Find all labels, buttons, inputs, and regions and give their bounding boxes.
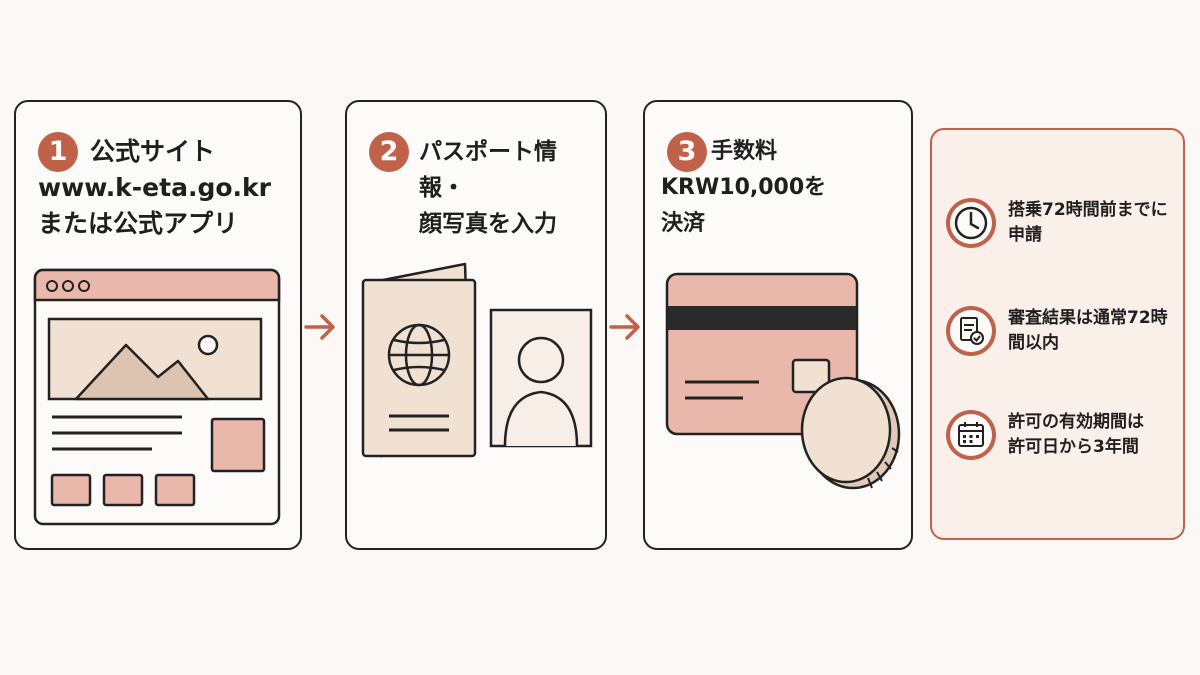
card-coin-illustration — [665, 272, 901, 490]
passport-photo-illustration — [361, 262, 593, 458]
step-3-number: 3 — [667, 132, 707, 172]
coin-icon — [800, 376, 901, 490]
info-item-review: 審査結果は通常72時間以内 — [946, 306, 1177, 356]
step-3-title: 手数料KRW10,000を 決済 — [661, 139, 827, 236]
step-2-title: パスポート情報・ 顔写真を入力 — [419, 139, 557, 237]
window-dot-icon — [62, 280, 74, 292]
calendar-icon — [946, 410, 996, 460]
clock-icon — [946, 198, 996, 248]
info-item-validity: 許可の有効期間は 許可日から3年間 — [946, 410, 1177, 460]
globe-icon — [387, 323, 451, 387]
step-3-card: 3 手数料KRW10,000を 決済 — [643, 100, 913, 550]
website-illustration — [33, 268, 281, 526]
info-text-review: 審査結果は通常72時間以内 — [1008, 308, 1168, 353]
step-2-number: 2 — [369, 132, 409, 172]
arrow-right-icon — [304, 314, 335, 340]
document-check-icon — [946, 306, 996, 356]
step-2-card: 2 パスポート情報・ 顔写真を入力 — [345, 100, 607, 550]
step-1-title: 公式サイト www.k-eta.go.kr または公式アプリ — [38, 137, 271, 238]
window-dot-icon — [78, 280, 90, 292]
info-panel: 搭乗72時間前までに申請 審査結果は通常72時間以内 — [930, 128, 1185, 540]
info-text-deadline: 搭乗72時間前までに申請 — [1008, 200, 1168, 245]
window-dot-icon — [46, 280, 58, 292]
arrow-right-icon — [609, 314, 640, 340]
step-1-card: 1 公式サイト www.k-eta.go.kr または公式アプリ — [14, 100, 302, 550]
info-item-deadline: 搭乗72時間前までに申請 — [946, 198, 1177, 248]
info-text-validity: 許可の有効期間は 許可日から3年間 — [1008, 412, 1144, 457]
step-1-number: 1 — [38, 132, 78, 172]
